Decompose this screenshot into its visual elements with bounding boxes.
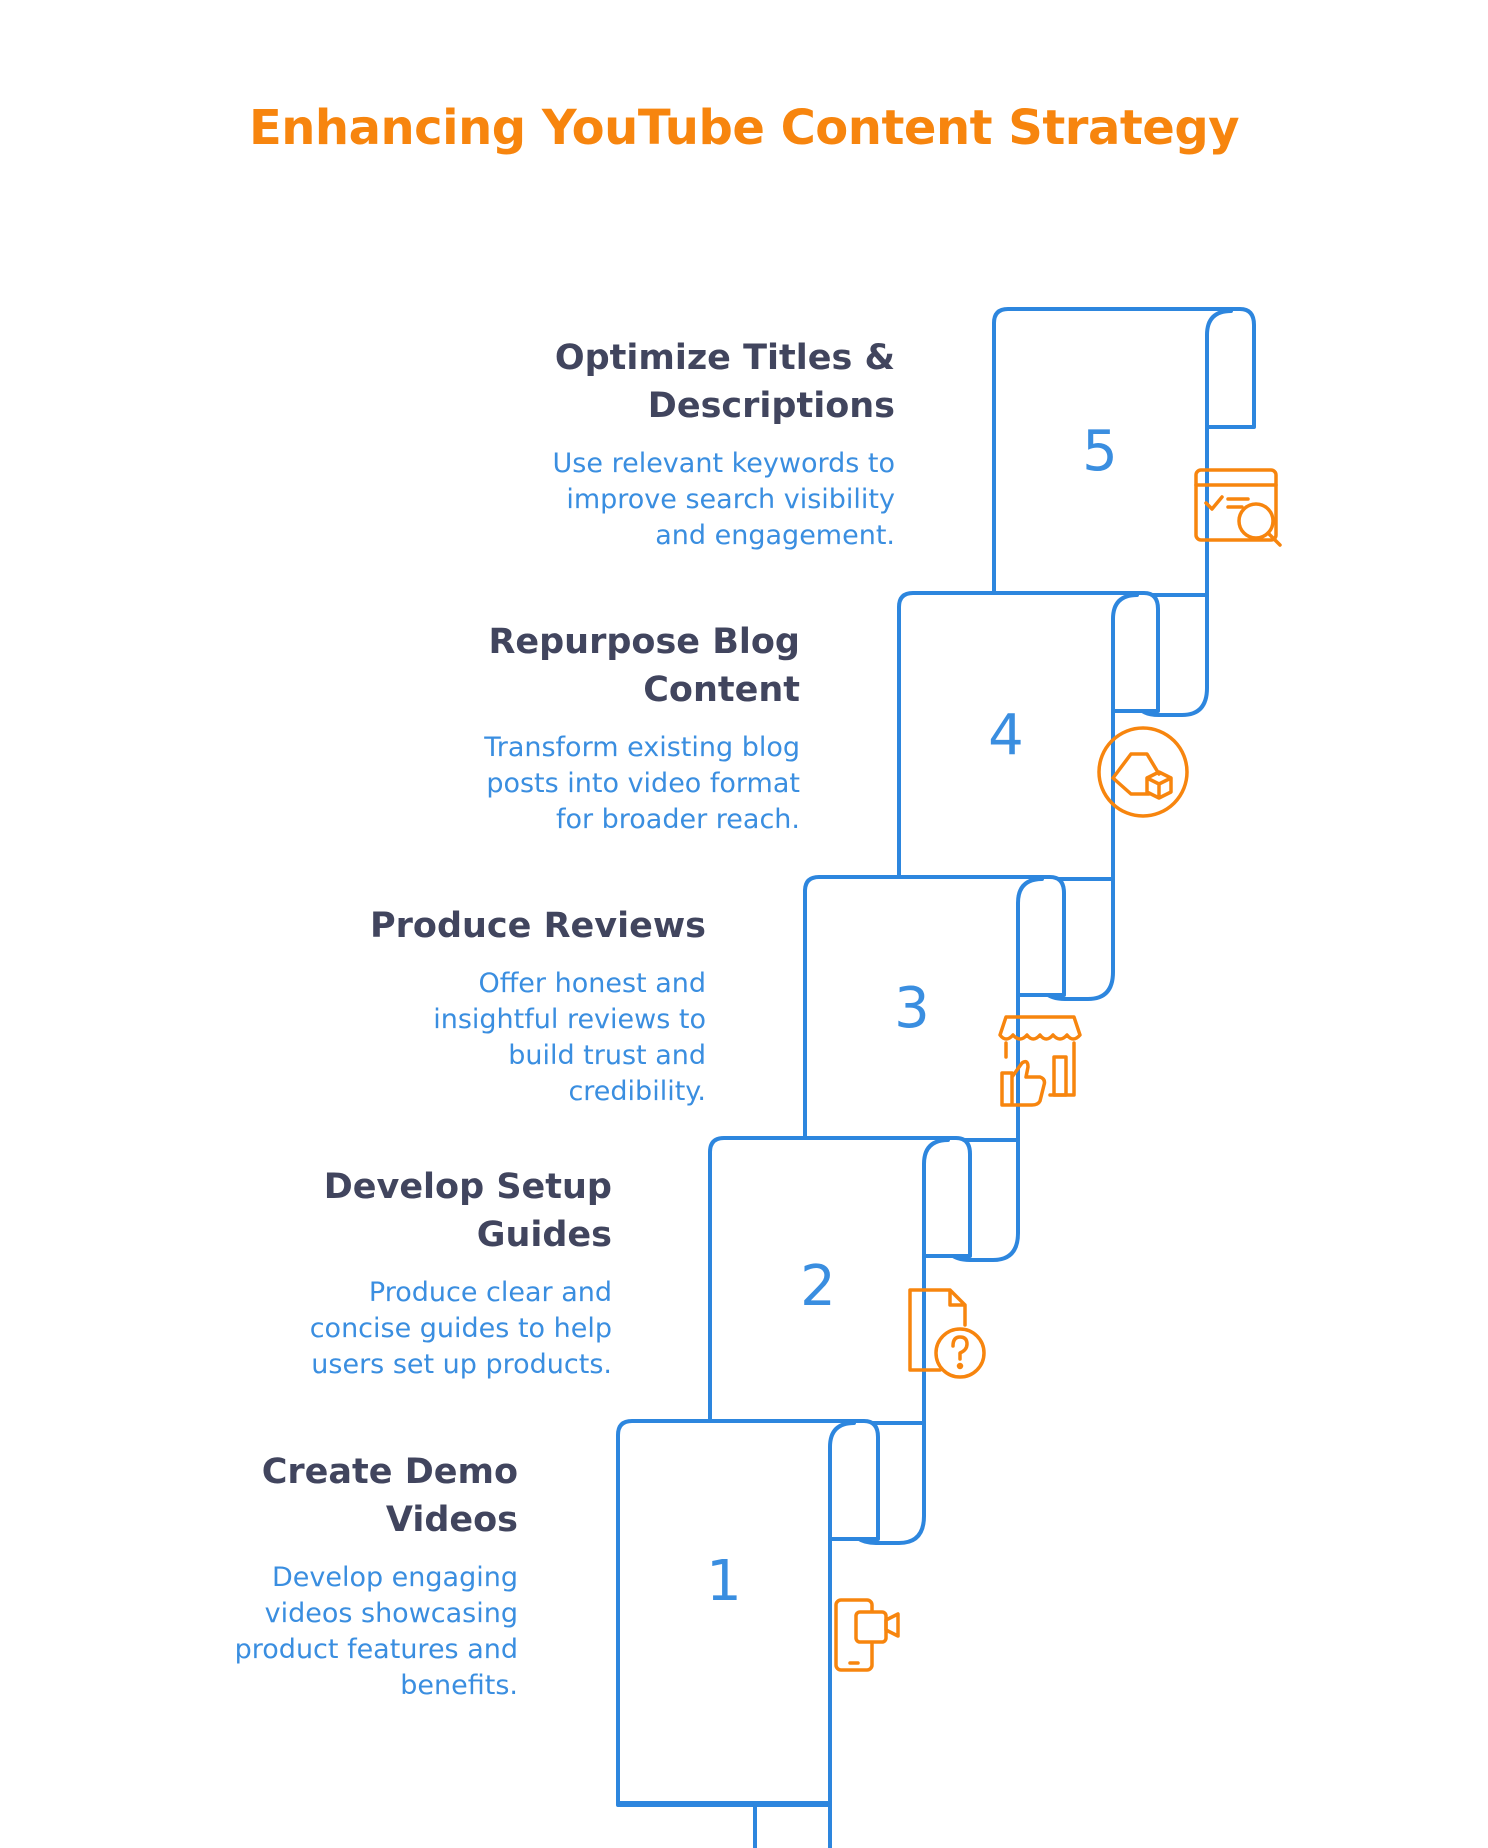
step-number-1: 1	[706, 1549, 742, 1614]
description-line: build trust and	[508, 1040, 706, 1071]
description-line: insightful reviews to	[433, 1004, 706, 1035]
scroll-top-curl	[1016, 877, 1044, 997]
description-line: credibility.	[568, 1076, 706, 1107]
step-number-5: 5	[1082, 419, 1118, 484]
store-thumbs-up-icon	[998, 1015, 1082, 1107]
description-line: Produce clear and	[368, 1277, 612, 1308]
step-number-2: 2	[800, 1254, 836, 1319]
description-line: posts into video format	[486, 768, 800, 799]
description-line: improve search visibility	[566, 484, 895, 515]
description-line: concise guides to help	[309, 1313, 612, 1344]
step-description-4: Transform existing blog posts into video …	[484, 730, 800, 838]
scroll-sheet	[897, 591, 1160, 881]
heading-line: Content	[643, 670, 800, 710]
step-description-5: Use relevant keywords to improve search v…	[553, 446, 895, 554]
scroll-sheet	[616, 1419, 880, 1807]
browser-search-icon	[1194, 468, 1282, 547]
heading-line: Videos	[385, 1500, 518, 1540]
step-description-3: Offer honest and insightful reviews to bui…	[433, 966, 706, 1110]
description-line: Offer honest and	[478, 968, 706, 999]
scroll-sheet	[803, 875, 1066, 1142]
description-line: benefits.	[400, 1670, 518, 1701]
heading-line: Optimize Titles &	[554, 338, 895, 378]
scroll-sheet	[992, 307, 1256, 597]
description-line: product features and	[234, 1634, 518, 1665]
heading-line: Repurpose Blog	[488, 622, 800, 662]
scroll-top-curl	[922, 1138, 950, 1258]
scroll-top-curl	[1205, 309, 1233, 429]
heading-line: Descriptions	[647, 386, 895, 426]
description-line: and engagement.	[655, 520, 895, 551]
scroll-top-curl	[828, 1421, 856, 1541]
description-line: Transform existing blog	[484, 732, 800, 763]
document-question-icon	[908, 1288, 986, 1379]
description-line: Use relevant keywords to	[552, 448, 895, 479]
step-number-4: 4	[988, 703, 1024, 768]
step-heading-3: Produce Reviews	[370, 902, 706, 950]
description-line: for broader reach.	[555, 804, 800, 835]
description-line: users set up products.	[311, 1349, 612, 1380]
scroll-step-1	[616, 1419, 880, 1848]
tablet-video-icon	[834, 1598, 900, 1672]
heading-line: Create Demo	[261, 1452, 518, 1492]
scroll-sheet	[708, 1136, 972, 1425]
step-description-1: Develop engaging videos showcasing product…	[235, 1560, 518, 1704]
page-title: Enhancing YouTube Content Strategy	[248, 100, 1240, 156]
repurpose-box-icon	[1097, 726, 1189, 818]
description-line: videos showcasing	[264, 1598, 518, 1629]
step-description-2: Produce clear and concise guides to help u…	[310, 1275, 612, 1383]
heading-line: Guides	[476, 1215, 612, 1255]
step-number-3: 3	[894, 976, 930, 1041]
scroll-top-curl	[1111, 593, 1139, 713]
step-heading-5: Optimize Titles & Descriptions	[555, 334, 895, 430]
heading-line: Develop Setup	[323, 1167, 612, 1207]
heading-line: Produce Reviews	[369, 906, 706, 946]
description-line: Develop engaging	[271, 1562, 518, 1593]
